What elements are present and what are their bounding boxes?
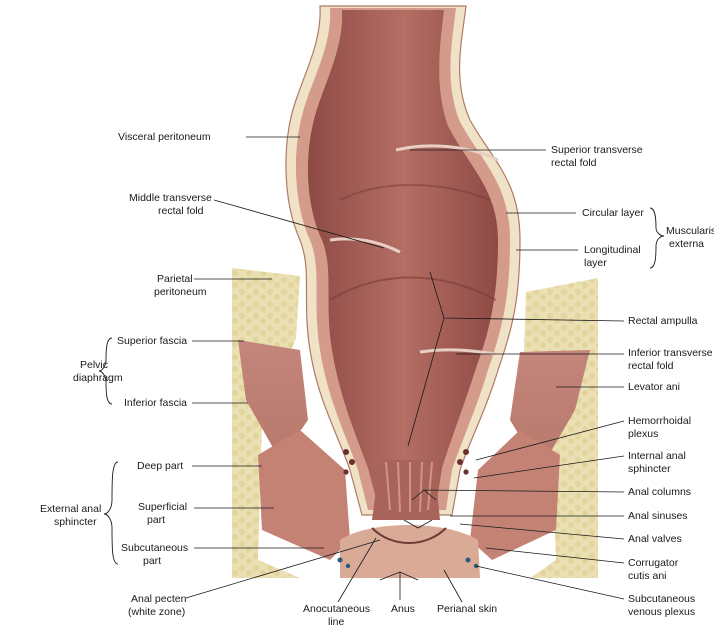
label-pelvic-2: diaphragm <box>73 372 123 384</box>
label-superficial-1: Superficial <box>138 501 187 513</box>
label-muscularis-2: externa <box>669 238 704 250</box>
label-inferior-fascia: Inferior fascia <box>124 397 187 409</box>
label-longitudinal-1: Longitudinal <box>584 244 641 256</box>
fold-shadow-1 <box>329 276 497 301</box>
label-anal-valves: Anal valves <box>628 533 682 545</box>
label-inferior-fold-1: Inferior transverse <box>628 347 713 359</box>
label-hemorrhoidal-2: plexus <box>628 428 658 440</box>
label-pecten-2: (white zone) <box>128 606 185 618</box>
label-rectal-ampulla: Rectal ampulla <box>628 315 698 327</box>
label-parietal-2: peritoneum <box>154 286 207 298</box>
label-circular-layer: Circular layer <box>582 207 644 219</box>
label-pelvic-1: Pelvic <box>80 359 108 371</box>
left-levator-ani <box>238 340 308 460</box>
label-anocutaneous-1: Anocutaneous <box>303 603 370 615</box>
label-subcutaneous-2: part <box>143 555 161 567</box>
rectal-lumen <box>307 10 498 506</box>
label-deep-part: Deep part <box>137 460 183 472</box>
label-anocutaneous-2: line <box>328 616 345 628</box>
left-external-sphincter <box>258 430 350 560</box>
anal-columns-shape <box>385 461 433 513</box>
label-visceral-peritoneum: Visceral peritoneum <box>118 131 211 143</box>
fold-shadow-2 <box>339 184 491 201</box>
label-superficial-2: part <box>147 514 165 526</box>
label-external-1: External anal <box>40 503 101 515</box>
superior-transverse-fold <box>395 144 499 162</box>
label-superior-fold-1: Superior transverse <box>551 144 643 156</box>
label-external-2: sphincter <box>54 516 97 528</box>
label-superior-fold-2: rectal fold <box>551 157 597 169</box>
label-hemorrhoidal-1: Hemorrhoidal <box>628 415 691 427</box>
label-anal-columns: Anal columns <box>628 486 691 498</box>
label-anal-sinuses: Anal sinuses <box>628 510 688 522</box>
label-corrugator-2: cutis ani <box>628 570 667 582</box>
inferior-transverse-fold <box>419 348 497 356</box>
anus-opening <box>371 527 447 544</box>
label-parietal-1: Parietal <box>157 273 193 285</box>
label-muscularis-1: Muscularis <box>666 225 714 237</box>
label-subvenous-2: venous plexus <box>628 606 695 618</box>
label-anus: Anus <box>391 603 415 615</box>
label-corrugator-1: Corrugator <box>628 557 679 569</box>
right-external-sphincter <box>470 430 560 560</box>
label-levator-ani: Levator ani <box>628 381 680 393</box>
label-internal-2: sphincter <box>628 463 671 475</box>
label-inferior-fold-2: rectal fold <box>628 360 674 372</box>
perianal-skin <box>340 525 480 578</box>
label-subcutaneous-1: Subcutaneous <box>121 542 188 554</box>
label-superior-fascia: Superior fascia <box>117 335 187 347</box>
label-middle-fold-1: Middle transverse <box>129 192 212 204</box>
label-internal-1: Internal anal <box>628 450 686 462</box>
hemorrhoidal-plexus-left <box>343 449 355 475</box>
label-pecten-1: Anal pecten <box>131 593 187 605</box>
label-subvenous-1: Subcutaneous <box>628 593 695 605</box>
label-longitudinal-2: layer <box>584 257 607 269</box>
label-middle-fold-2: rectal fold <box>158 205 204 217</box>
middle-transverse-fold <box>329 237 401 254</box>
label-perianal-skin: Perianal skin <box>437 603 497 615</box>
hemorrhoidal-plexus-right <box>457 449 469 475</box>
